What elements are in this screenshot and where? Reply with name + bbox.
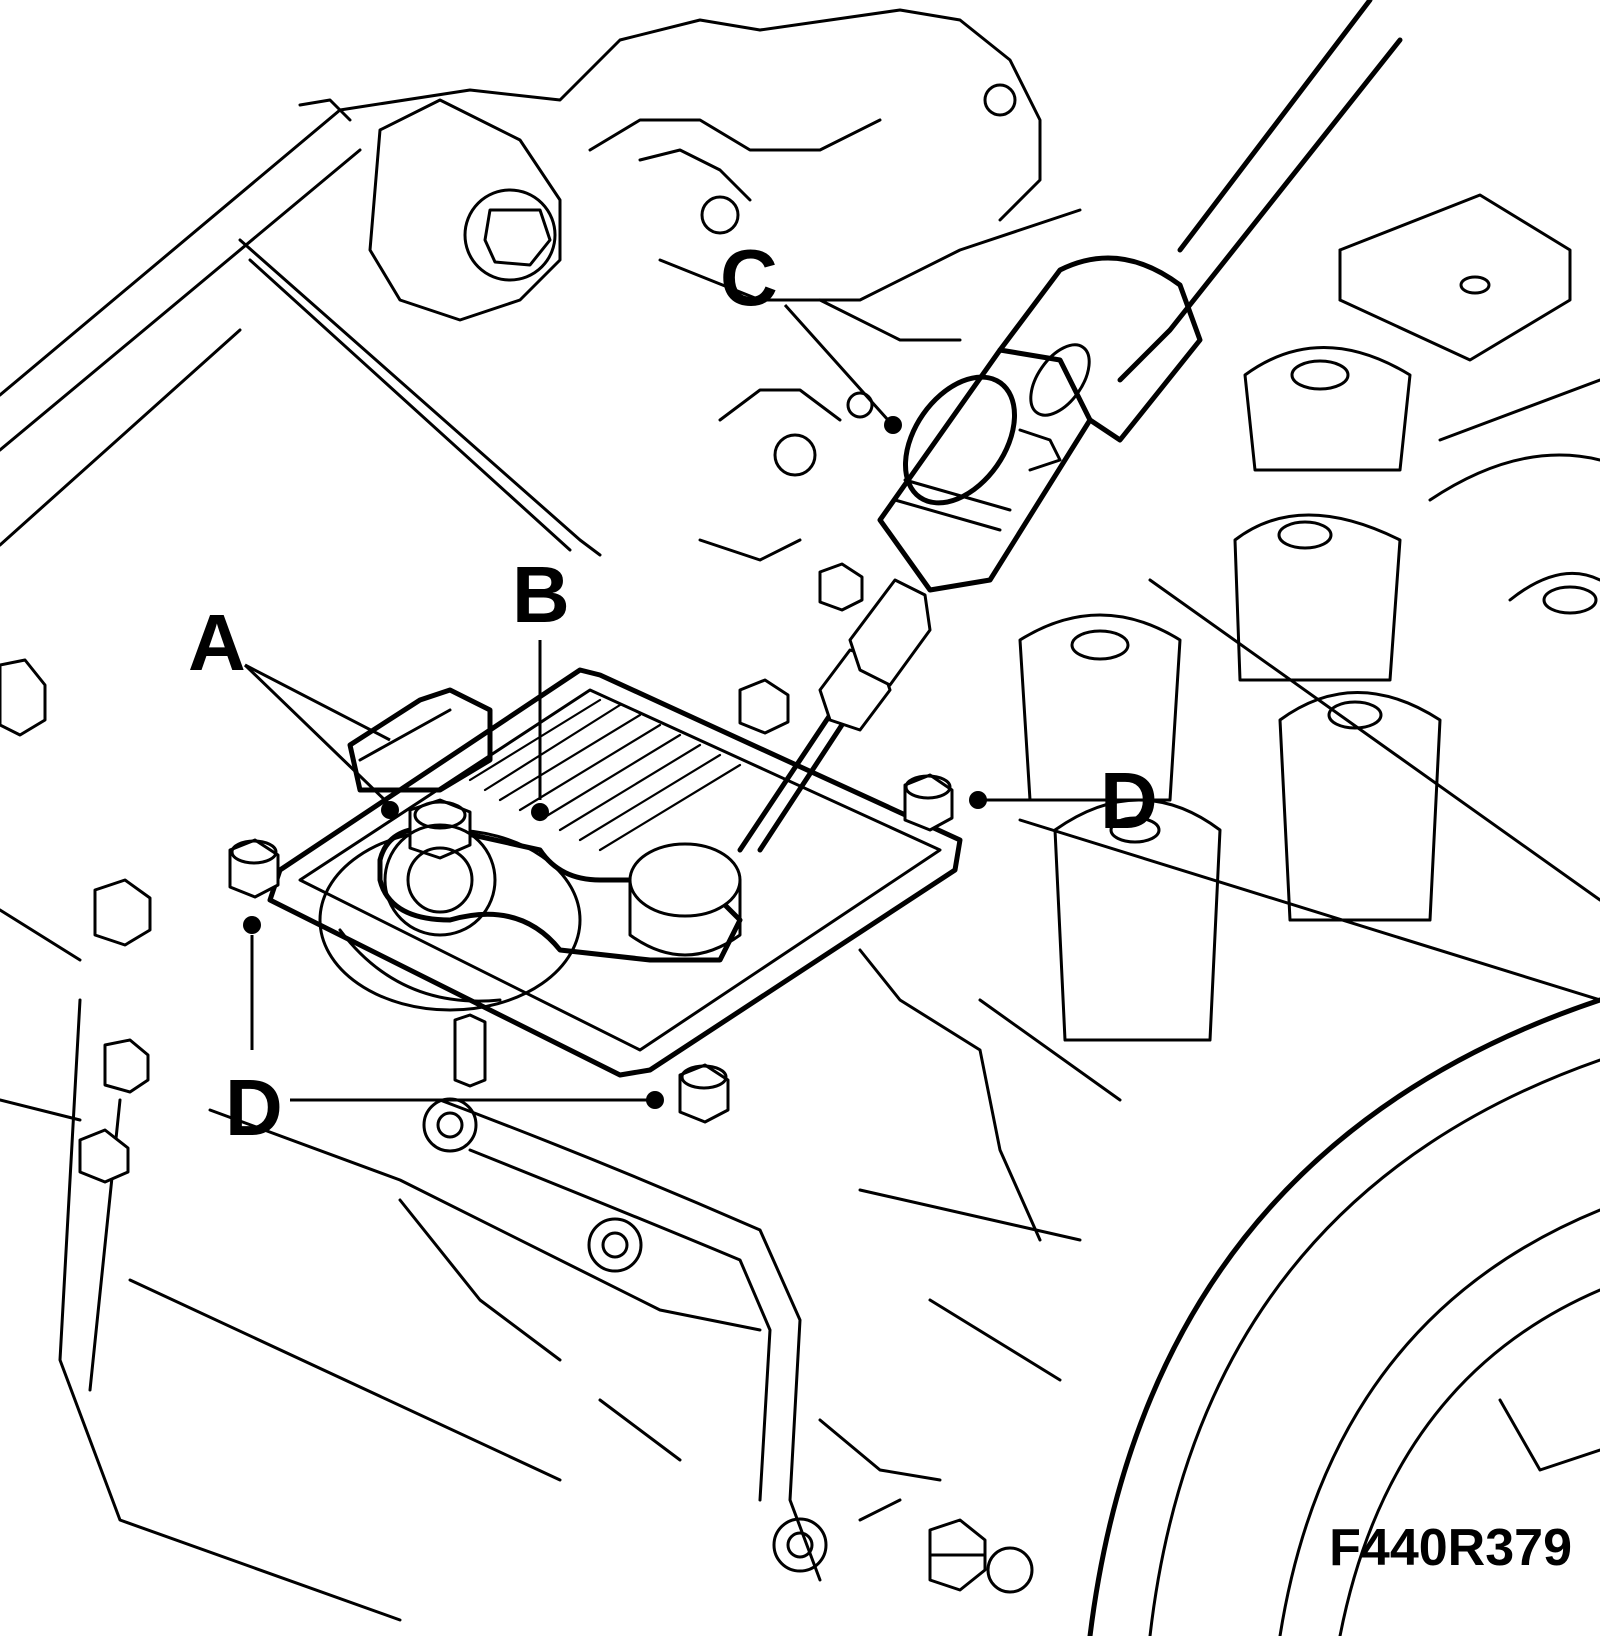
selector-cable bbox=[737, 0, 1403, 853]
transmission-housing bbox=[0, 8, 1600, 1636]
callout-b: B bbox=[512, 550, 570, 821]
callout-dot-d-bottom bbox=[646, 1091, 664, 1109]
callout-label-b: B bbox=[512, 550, 570, 639]
selector-lever bbox=[377, 798, 743, 963]
bell-housing-ring bbox=[1087, 997, 1600, 1636]
callout-dot-d-left bbox=[243, 916, 261, 934]
selector-sensor-plate bbox=[267, 667, 963, 1088]
valve-body-bosses bbox=[1018, 346, 1600, 1042]
callout-dot-b bbox=[531, 803, 549, 821]
callout-dot-c bbox=[884, 416, 902, 434]
figure-id: F440R379 bbox=[1329, 1519, 1572, 1577]
mounting-bolts bbox=[228, 562, 954, 1124]
lower-bolt bbox=[928, 1518, 987, 1592]
leader-c bbox=[783, 303, 890, 422]
callout-label-d-bottom: D bbox=[225, 1063, 283, 1152]
leader-a-1 bbox=[243, 663, 392, 807]
callout-label-c: C bbox=[720, 233, 778, 322]
callout-dot-d-right bbox=[969, 791, 987, 809]
left-bolts bbox=[0, 658, 152, 1184]
callout-dot-a bbox=[381, 801, 399, 819]
callout-label-a: A bbox=[188, 598, 246, 687]
callout-d-bottom: D bbox=[225, 916, 664, 1152]
callout-d-right: D bbox=[969, 756, 1158, 845]
callout-a: A bbox=[188, 598, 399, 819]
sensor-cover-ribs bbox=[468, 698, 742, 852]
callout-c: C bbox=[720, 233, 902, 434]
leader-a-2 bbox=[244, 663, 391, 742]
callout-label-d-right: D bbox=[1100, 756, 1158, 845]
